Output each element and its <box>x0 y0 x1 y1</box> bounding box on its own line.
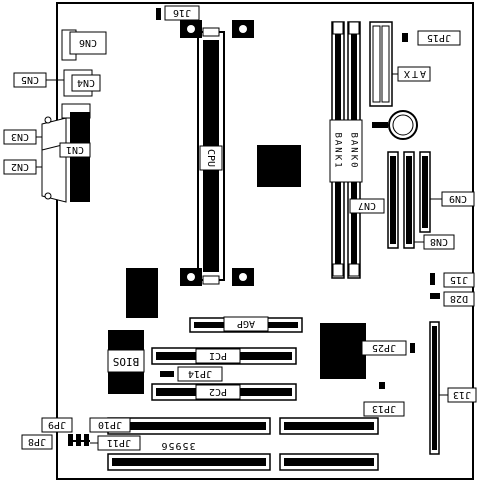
j15-label: J15 <box>450 274 468 285</box>
bank0-label: BANK0 <box>349 132 359 169</box>
pci-slot-2-label: PC2 <box>209 386 227 397</box>
io-controller-chip <box>126 268 158 318</box>
atx-label: ATX <box>402 68 426 79</box>
cn6-connector: CN6 <box>61 29 107 61</box>
atx-power-connector <box>369 21 393 107</box>
cpu-slot: CPU <box>180 20 254 286</box>
southbridge-chip <box>320 323 366 379</box>
isa-slot-2-right <box>279 453 379 471</box>
jp25-label: JP25 <box>372 342 396 353</box>
pci-slot-1: PCI <box>151 347 297 365</box>
j16-label: J16 <box>173 7 191 18</box>
agp-label: AGP <box>237 318 255 329</box>
cn8-label: CN8 <box>430 236 448 247</box>
jp15-label: JP15 <box>427 32 451 43</box>
agp-slot: AGP <box>189 316 303 333</box>
j13-label: J13 <box>453 389 471 400</box>
j15-header: J15 <box>430 272 475 288</box>
bank-labels-box: BANK1 BANK0 <box>329 119 363 183</box>
board-number: 35956 <box>160 440 195 451</box>
pci-slot-2: PC2 <box>151 383 297 401</box>
bios-label: BIOS <box>113 355 140 368</box>
jp10-label: JP10 <box>98 419 122 430</box>
jp13-label: JP13 <box>372 403 396 414</box>
cn7-label: CN7 <box>358 200 376 211</box>
jp9-callout: JP9 <box>41 417 73 433</box>
cn9-fdd-header <box>419 151 431 233</box>
cn7-ide-header <box>387 151 399 249</box>
jp11-label: JP11 <box>107 437 131 448</box>
jp9-label: JP9 <box>48 419 66 430</box>
jp15-jumper: JP15 <box>402 30 461 46</box>
cn4-connector: CN4 <box>63 69 101 97</box>
jp14-label: JP14 <box>188 368 212 379</box>
jp11-callout: JP11 <box>90 435 141 451</box>
cn3-label: CN3 <box>11 131 29 142</box>
d28-label: D28 <box>450 293 468 304</box>
cn8-ide-header <box>403 151 415 249</box>
jp-cluster <box>68 434 90 446</box>
j13-callout: J13 <box>439 387 477 403</box>
bank1-label: BANK1 <box>333 132 343 169</box>
jp8-callout: JP8 <box>21 434 53 450</box>
pci-slot-1-label: PCI <box>209 350 227 361</box>
northbridge-chip <box>257 145 301 187</box>
jp25-jumper: JP25 <box>361 340 415 356</box>
jp13-jumper: JP13 <box>363 382 405 417</box>
cn8-callout: CN8 <box>414 234 455 250</box>
isa-slot-2-left <box>107 453 271 471</box>
cn4-label: CN4 <box>77 77 95 88</box>
jp14-jumper: JP14 <box>160 366 223 382</box>
cn7-callout: CN7 <box>349 198 385 214</box>
d28-led: D28 <box>430 291 475 307</box>
cn1-label: CN1 <box>66 144 84 155</box>
cn1-callout: CN1 <box>59 142 91 158</box>
isa-slot-1-left <box>107 417 271 435</box>
cn3-callout: CN3 <box>3 129 42 145</box>
j16-jumper: J16 <box>156 5 200 21</box>
battery <box>372 110 418 140</box>
atx-callout: ATX <box>392 66 431 82</box>
cn5-label: CN5 <box>21 74 39 85</box>
cn2-label: CN2 <box>11 161 29 172</box>
bios-chip: BIOS <box>107 330 145 394</box>
jp8-label: JP8 <box>28 436 46 447</box>
cn6-label: CN6 <box>79 37 97 48</box>
cn9-label: CN9 <box>449 193 467 204</box>
cn5-callout: CN5 <box>13 72 64 88</box>
cn9-callout: CN9 <box>430 191 475 207</box>
cn2-callout: CN2 <box>3 159 42 175</box>
cpu-label: CPU <box>205 149 216 167</box>
j13-header <box>429 321 440 455</box>
isa-slot-1-right <box>279 417 379 435</box>
jp10-callout: JP10 <box>89 417 131 433</box>
